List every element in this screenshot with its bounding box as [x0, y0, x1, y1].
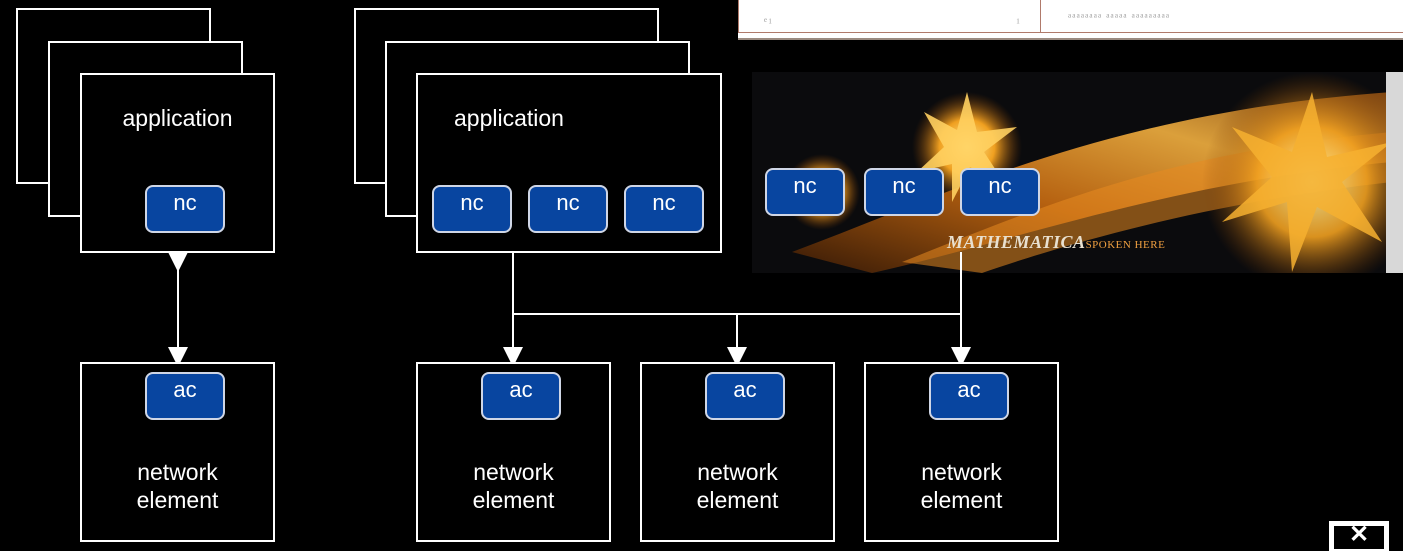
network-element-label-line1: network	[137, 459, 218, 485]
nc-badge: nc	[145, 185, 225, 233]
table-snippet-image: ₑ₁ ₁ ᵃᵃᵃᵃᵃᵃᵃᵃ ᵃᵃᵃᵃᵃ ᵃᵃᵃᵃᵃᵃᵃᵃᵃ	[738, 0, 1403, 40]
table-cell-left: ₑ₁	[764, 10, 774, 24]
ac-badge: ac	[481, 372, 561, 420]
ac-badge: ac	[929, 372, 1009, 420]
nc-badge: nc	[624, 185, 704, 233]
network-element-label-line2: element	[696, 487, 779, 513]
network-element-label-line1: network	[921, 459, 1002, 485]
network-element-label-line1: network	[697, 459, 778, 485]
application-label: application	[122, 105, 233, 131]
table-cell-middle: ₁	[1016, 10, 1022, 24]
application-label: application	[454, 105, 564, 131]
nc-badge: nc	[960, 168, 1040, 216]
connector-lines	[168, 252, 971, 367]
banner-brand-text: MATHEMATICASPOKEN HERE	[947, 232, 1166, 252]
banner-tagline: SPOKEN HERE	[1085, 239, 1166, 251]
nc-badge: nc	[528, 185, 608, 233]
network-element-label-line1: network	[473, 459, 554, 485]
nc-badge: nc	[765, 168, 845, 216]
network-element-label-line2: element	[920, 487, 1003, 513]
network-element-label-line2: element	[472, 487, 555, 513]
close-icon: ✕	[1348, 521, 1370, 548]
table-cell-right: ᵃᵃᵃᵃᵃᵃᵃᵃ ᵃᵃᵃᵃᵃ ᵃᵃᵃᵃᵃᵃᵃᵃᵃ	[1068, 10, 1171, 24]
ac-badge: ac	[705, 372, 785, 420]
close-button[interactable]: ✕	[1329, 521, 1389, 551]
ac-badge: ac	[145, 372, 225, 420]
nc-badge: nc	[864, 168, 944, 216]
nc-badge: nc	[432, 185, 512, 233]
network-element-label-line2: element	[136, 487, 219, 513]
